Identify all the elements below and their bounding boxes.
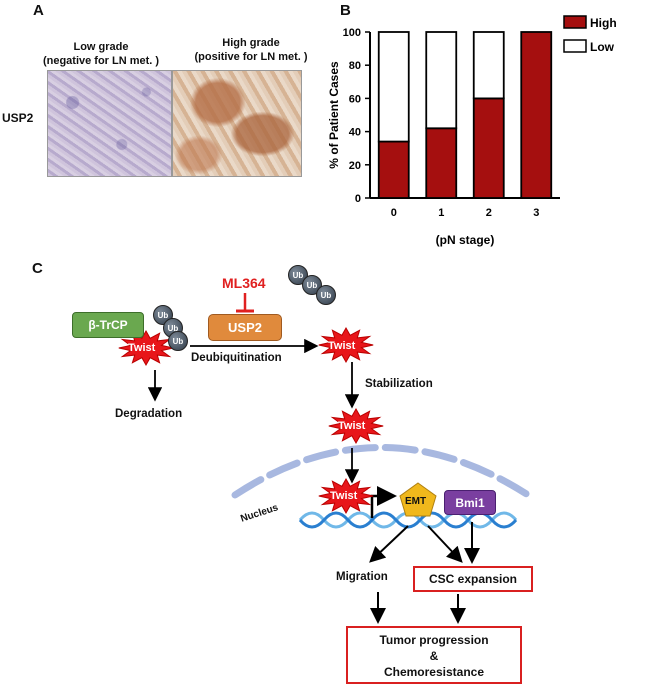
usp2-box: USP2 <box>208 314 282 341</box>
twist-label-3: Twist <box>338 420 366 432</box>
btrcp-box: β-TrCP <box>72 312 144 338</box>
bar-low-0 <box>377 31 410 143</box>
bar-low-1 <box>425 31 458 130</box>
ml364-inhibitor: ML364 <box>222 275 266 291</box>
y-tick-label-0: 0 <box>355 193 361 205</box>
high-grade-ihc-image <box>172 70 302 177</box>
panel-c-letter: C <box>32 260 43 277</box>
low-grade-subtitle: (negative for LN met. ) <box>42 55 160 67</box>
twist-label-4: Twist <box>330 490 358 502</box>
ub-ball-6: Ub <box>316 285 336 305</box>
emt-csc-arrow <box>427 525 463 563</box>
emt-pentagon <box>399 482 437 517</box>
tumor-progression-text: Tumor progression <box>379 633 489 647</box>
csc-expansion-box: CSC expansion <box>413 566 533 592</box>
high-grade-title: High grade <box>222 37 280 49</box>
y-tick-label-40: 40 <box>349 127 361 139</box>
low-grade-header: Low grade (negative for LN met. ) <box>26 40 176 68</box>
legend-swatch-low <box>563 39 587 53</box>
stabilization-label: Stabilization <box>365 378 433 390</box>
twist-star-3 <box>328 407 384 445</box>
legend-label-low: Low <box>590 40 615 54</box>
bar-high-0 <box>377 140 410 199</box>
bar-chart-svg: 0 20 40 60 80 100 0 1 2 3 (pN stage) % of Patient C… <box>327 15 617 247</box>
bar-low-2 <box>472 31 505 100</box>
high-grade-subtitle: (positive for LN met. ) <box>194 51 308 63</box>
x-tick-label-3: 3 <box>533 207 539 219</box>
ub-ball-3: Ub <box>168 331 188 351</box>
nucleus-membrane <box>231 444 532 499</box>
low-grade-title: Low grade <box>73 41 129 53</box>
x-axis-label: (pN stage) <box>436 233 495 247</box>
x-tick-label-1: 1 <box>438 207 444 219</box>
panel-a-letter: A <box>33 2 44 19</box>
twist-label-1: Twist <box>128 342 156 354</box>
x-tick-label-2: 2 <box>486 207 492 219</box>
degradation-label: Degradation <box>115 408 183 420</box>
bmi1-box: Bmi1 <box>444 490 496 515</box>
y-tick-label-80: 80 <box>349 60 361 72</box>
ampersand-text: & <box>429 649 439 663</box>
emt-label: EMT <box>405 496 427 507</box>
bar-high-3 <box>520 31 553 199</box>
outcome-box: Tumor progression & Chemoresistance <box>346 626 522 684</box>
bar-chart: 0 20 40 60 80 100 0 1 2 3 (pN stage) % of Patient C… <box>320 10 660 250</box>
x-tick-label-0: 0 <box>391 207 397 219</box>
twist-star-4 <box>318 477 374 515</box>
usp2-row-label: USP2 <box>2 111 34 125</box>
emt-migration-arrow <box>369 525 409 563</box>
twist-label-2: Twist <box>328 340 356 352</box>
high-grade-header: High grade (positive for LN met. ) <box>176 36 326 64</box>
y-tick-label-60: 60 <box>349 93 361 105</box>
y-axis-label: % of Patient Cases <box>327 61 341 169</box>
y-tick-label-100: 100 <box>343 27 361 39</box>
migration-label: Migration <box>336 571 388 583</box>
panel-b-letter: B <box>340 2 351 19</box>
legend-swatch-high <box>563 15 587 29</box>
twist-star-2 <box>318 326 374 364</box>
low-grade-ihc-image <box>47 70 172 177</box>
bar-high-2 <box>472 97 505 199</box>
chemoresistance-text: Chemoresistance <box>383 665 485 679</box>
legend-label-high: High <box>590 16 617 30</box>
y-tick-label-20: 20 <box>349 160 361 172</box>
deubiquitination-label: Deubiquitination <box>191 352 282 364</box>
